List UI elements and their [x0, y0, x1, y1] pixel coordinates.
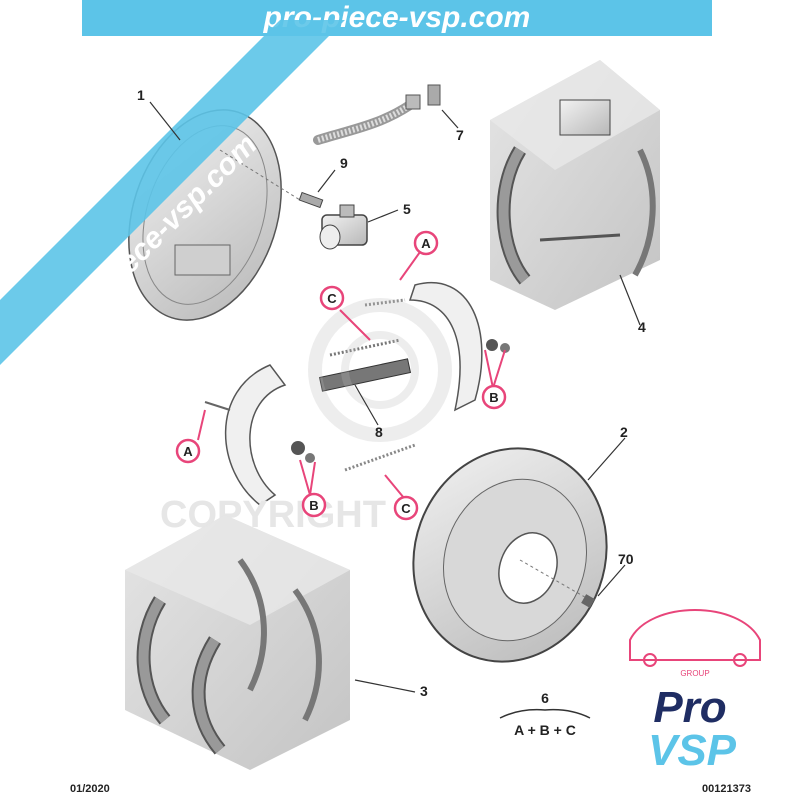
callout-circles: A C B A B C — [175, 230, 507, 521]
part-number-3: 3 — [420, 683, 428, 699]
kit-brace — [499, 708, 591, 719]
logo-group-text: GROUP — [680, 669, 709, 678]
bleed-screw-part — [298, 191, 324, 209]
background-watermark-rings — [308, 298, 452, 442]
banner-background — [82, 0, 712, 36]
part-numbers: 1 2 3 4 5 7 8 9 70 — [137, 87, 646, 699]
callout-A-top: A — [413, 230, 439, 256]
kit-number: 6 — [541, 690, 549, 706]
callout-C-bottom: C — [393, 495, 419, 521]
footer-date: 01/2020 — [70, 783, 110, 795]
right-brake-shoe — [408, 282, 510, 412]
callout-B-left: B — [301, 492, 327, 518]
callout-letter: C — [327, 291, 337, 306]
callout-B-right: B — [481, 384, 507, 410]
pro-vsp-logo: GROUP Pro VSP — [629, 609, 761, 775]
callout-letter: A — [421, 236, 431, 251]
footer-reference: 00121373 — [702, 783, 751, 795]
shoe-assembly-box — [490, 60, 660, 310]
logo-line2: VSP — [648, 726, 737, 775]
part-number-1: 1 — [137, 87, 145, 103]
callout-C-top: C — [319, 285, 345, 311]
part-number-2: 2 — [620, 424, 628, 440]
brake-hose-part — [313, 84, 441, 145]
part-number-8: 8 — [375, 424, 383, 440]
part-number-4: 4 — [638, 319, 646, 335]
callout-letter: C — [401, 501, 411, 516]
part-number-5: 5 — [403, 201, 411, 217]
kit-formula-text: A + B + C — [514, 722, 576, 738]
shoe-kit-box — [125, 515, 350, 770]
callout-letter: A — [183, 444, 193, 459]
car-outline-icon — [629, 609, 761, 661]
brake-drum-part — [412, 447, 608, 663]
left-brake-shoe — [204, 364, 315, 506]
callout-A-left: A — [175, 438, 201, 464]
part-number-7: 7 — [456, 127, 464, 143]
callout-arrows — [197, 251, 506, 499]
wheel-cylinder-part — [319, 204, 368, 250]
part-number-9: 9 — [340, 155, 348, 171]
callout-letter: B — [309, 498, 318, 513]
callout-letter: B — [489, 390, 498, 405]
adjuster-and-springs — [318, 298, 416, 472]
part-number-70: 70 — [618, 551, 634, 567]
logo-line1: Pro — [653, 683, 726, 732]
kit-formula: 6 A + B + C — [499, 690, 591, 738]
top-banner: pro-piece-vsp.com — [82, 0, 712, 36]
copyright-watermark: COPYRIGHT — [160, 494, 386, 536]
leader-lines — [149, 101, 641, 693]
